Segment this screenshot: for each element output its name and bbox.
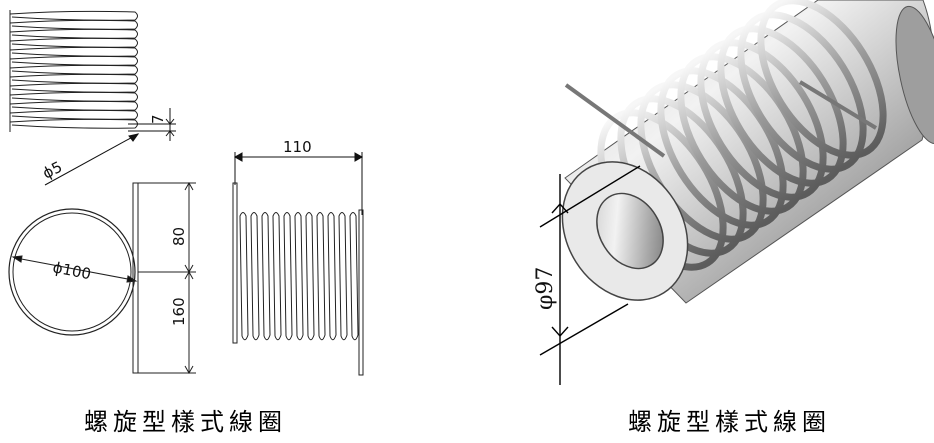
coil-turn <box>9 64 138 75</box>
coil-turn <box>9 91 138 102</box>
coil-turn <box>9 55 138 66</box>
lower-height-label: 160 <box>170 297 188 326</box>
coil-turn <box>9 46 138 57</box>
coil-turn <box>9 37 138 48</box>
coil-3d-render <box>561 0 934 304</box>
coil-turn <box>9 28 138 39</box>
coil-ring <box>737 11 867 173</box>
wire-diameter-label: ϕ5 <box>40 158 66 183</box>
lead-height-view <box>132 181 196 375</box>
coil-turn <box>9 109 138 120</box>
coil-turn <box>9 19 138 30</box>
ring-diameter-label: ϕ100 <box>51 258 92 283</box>
coil-turn <box>327 212 337 341</box>
coil-turn <box>9 10 138 21</box>
coil-turn <box>261 212 271 341</box>
pitch-dimension <box>128 108 176 141</box>
coil-turn <box>283 212 293 341</box>
coil-turn <box>239 212 249 341</box>
coil-turn <box>9 100 138 111</box>
left-caption: 螺旋型樣式線圈 <box>84 408 287 436</box>
coil-turn <box>349 212 359 341</box>
ring-front-view <box>8 208 138 336</box>
coil-side-view <box>232 182 364 376</box>
coil-turn <box>305 212 315 341</box>
right-caption: 螺旋型樣式線圈 <box>628 408 831 436</box>
pitch-dimension-label: 7 <box>149 114 167 124</box>
coil-ring <box>757 0 887 159</box>
top-coil-view <box>9 10 138 132</box>
coil-length-dimension <box>233 152 364 215</box>
coil-length-label: 110 <box>283 138 312 156</box>
pipe-diameter-label: φ97 <box>533 267 558 310</box>
pipe-diameter-dimension <box>539 165 641 385</box>
coil-turn <box>250 212 260 341</box>
coil-turn <box>316 212 326 341</box>
coil-turn <box>9 82 138 93</box>
wire-diameter-leader <box>44 133 140 186</box>
coil-ring <box>697 39 827 201</box>
coil-turn <box>272 212 282 341</box>
coil-ring <box>717 25 847 187</box>
coil-turn <box>338 212 348 341</box>
upper-height-label: 80 <box>170 227 188 246</box>
coil-turn <box>9 73 138 84</box>
coil-turn <box>294 212 304 341</box>
coil-turn <box>9 118 138 129</box>
